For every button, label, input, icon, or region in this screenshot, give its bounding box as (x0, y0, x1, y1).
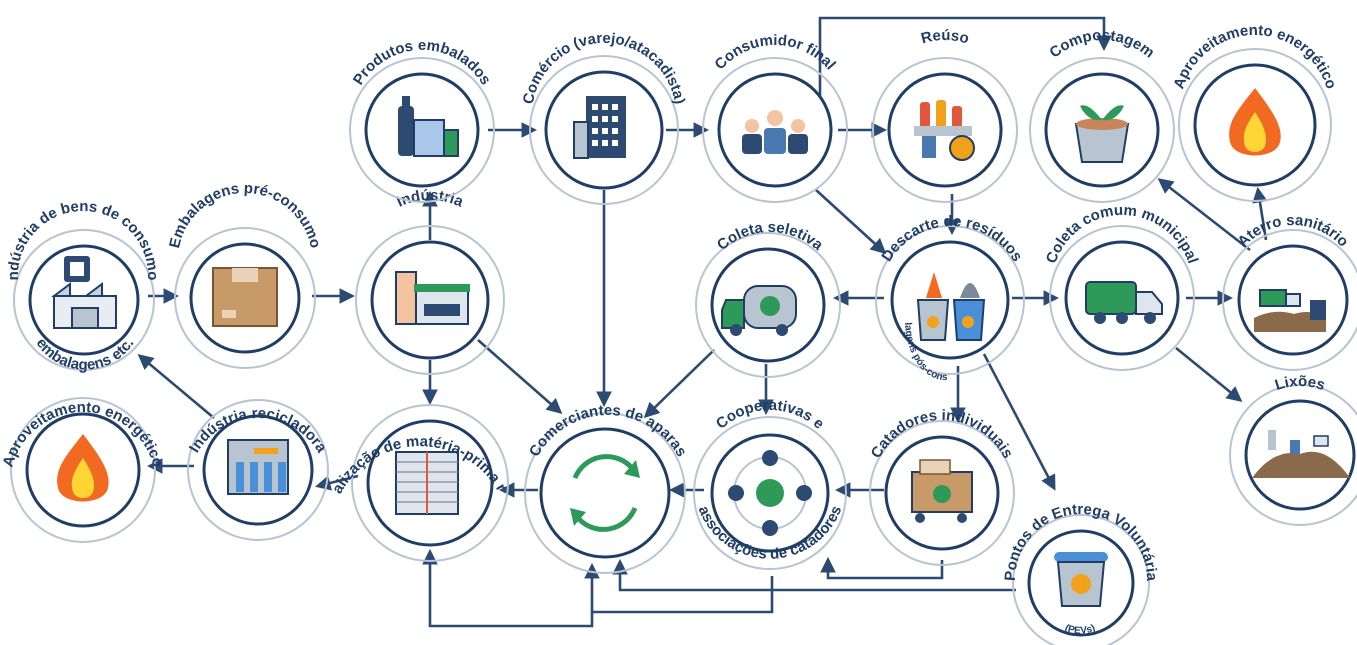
arrow-to-comercializacao-bottom (422, 548, 594, 628)
node-comercio: Comércio (varejo/atacadista) (520, 30, 688, 205)
label-industria-bens: Indústria de bens de consumo, (0, 0, 161, 280)
people-icon (742, 110, 808, 154)
node-aterro-sanitario: Aterro sanitário (1222, 212, 1357, 371)
industry-building-icon (395, 271, 470, 325)
label-embalagens-pre-consumo: Embalagens pré-consumo (166, 180, 324, 250)
node-industria-bens: Indústria de bens de consumo, embalagens… (0, 0, 161, 374)
compost-bin-icon (1074, 105, 1130, 163)
node-coleta-seletiva: Coleta seletiva (695, 219, 841, 378)
node-embalagens-pre-consumo: Embalagens pré-consumo (166, 180, 324, 369)
flame-icon (57, 434, 109, 502)
arrow-aterro-to-aproveitamento (1252, 186, 1268, 241)
sublabel-pev: (PEVs) (1063, 623, 1097, 637)
recycling-factory-icon (227, 439, 289, 495)
node-industria-recicladora: Indústria recicladora (186, 399, 330, 541)
arrow-descarte-to-pev (982, 353, 1056, 491)
arrow-consumidor-to-compostagem (818, 16, 1112, 100)
node-produtos-embalados: Produtos embalados (349, 37, 495, 203)
svg-text:Cooperativas e: Cooperativas e (713, 397, 827, 433)
node-cooperativas: Cooperativas e associações de catadores (693, 397, 847, 570)
node-consumidor-final: Consumidor final (702, 32, 848, 203)
svg-text:(PEVs): (PEVs) (1063, 623, 1097, 637)
arrow-consumidor-to-descarte (815, 189, 887, 255)
label-compostagem: Compostagem (1046, 27, 1157, 62)
garbage-truck-icon (1085, 281, 1163, 324)
office-building-icon (573, 96, 626, 159)
arrow-catadores-to-cooperativas-bottom (820, 556, 944, 580)
arrow-pev-to-comerciantes (612, 558, 1016, 592)
recycling-bin-icon (1054, 552, 1108, 607)
node-aproveitamento-left: Aproveitamento energético (0, 397, 167, 543)
node-catadores-individuais: Catadores individuais (868, 407, 1016, 566)
svg-text:Reúso: Reúso (919, 27, 971, 47)
cardboard-box-icon (212, 267, 278, 327)
node-lixoes: Lixões (1229, 373, 1357, 526)
cycle-arrows-icon (570, 454, 640, 532)
node-coleta-comum: Coleta comum municipal (1043, 202, 1201, 371)
label-cooperativas-top: Cooperativas e (713, 397, 827, 433)
arrow-industria-to-comerciantes (477, 339, 563, 415)
landfill-truck-icon (1254, 289, 1326, 332)
node-aproveitamento-top: Aproveitamento energético (1170, 22, 1340, 202)
arrow-aterro-to-compostagem (1157, 178, 1251, 252)
reuse-products-icon (914, 100, 975, 161)
arrow-coleta-seletiva-to-comerciantes (643, 349, 715, 419)
node-descarte: Descarte de resíduos (embalagens pós-con… (0, 0, 1026, 383)
svg-text:Lixões: Lixões (1273, 373, 1327, 394)
label-reuso: Reúso (919, 27, 971, 47)
factory-icon (51, 256, 117, 329)
arrow-recicladora-to-bens (137, 353, 215, 419)
node-pev: Pontos de Entrega Voluntária (PEVs) (1002, 501, 1160, 645)
arrow-cooperativas-to-comerciantes-bottom (584, 562, 774, 614)
node-reuso: Reúso (872, 27, 1018, 203)
node-compostagem: Compostagem (1029, 27, 1175, 203)
node-comerciantes: Comerciantes de aparas (524, 402, 690, 574)
svg-text:Indústria de bens de consumo,: Indústria de bens de consumo, (0, 0, 161, 280)
node-industria: Indústria (355, 187, 505, 375)
waste-bins-icon (916, 272, 986, 341)
flame-icon (1229, 88, 1281, 156)
bale-icon (395, 451, 459, 515)
svg-text:Embalagens pré-consumo: Embalagens pré-consumo (166, 180, 324, 250)
label-lixoes: Lixões (1273, 373, 1327, 394)
arrow-coleta-comum-to-lixoes (1175, 346, 1243, 402)
svg-text:Compostagem: Compostagem (1046, 27, 1157, 62)
network-recycling-icon (728, 450, 812, 536)
cart-icon (911, 459, 973, 523)
recycling-truck-icon (721, 285, 797, 336)
dump-icon (1252, 430, 1350, 478)
bottles-icon (398, 96, 459, 157)
